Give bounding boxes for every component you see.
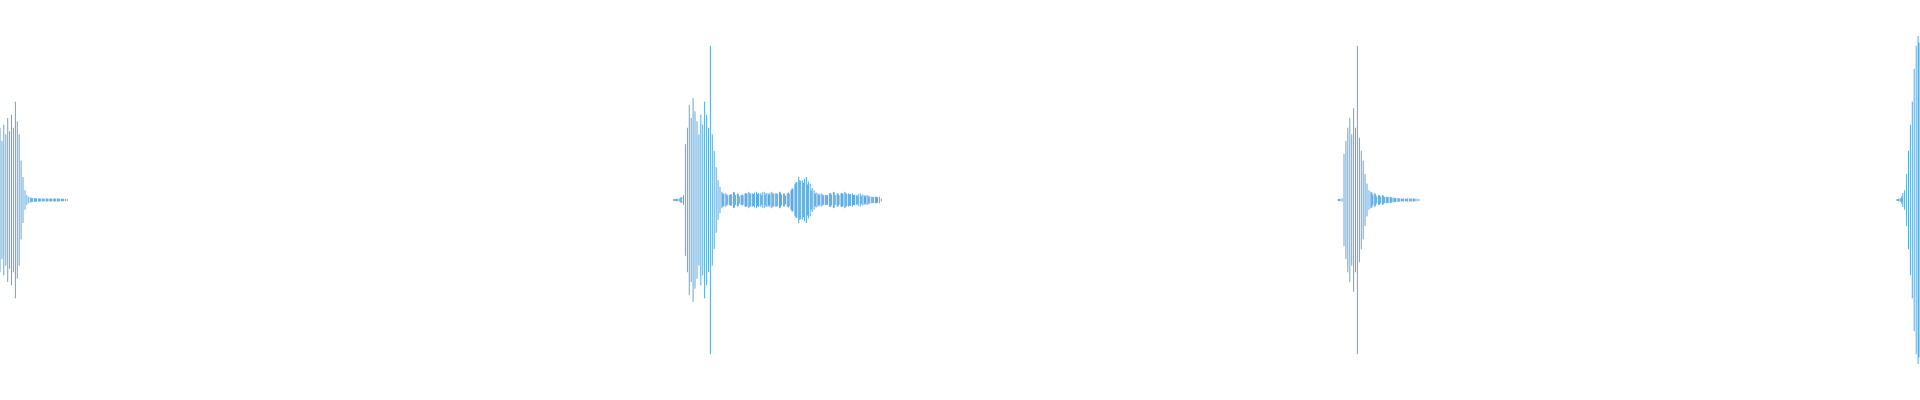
waveform-samples bbox=[0, 36, 1920, 364]
